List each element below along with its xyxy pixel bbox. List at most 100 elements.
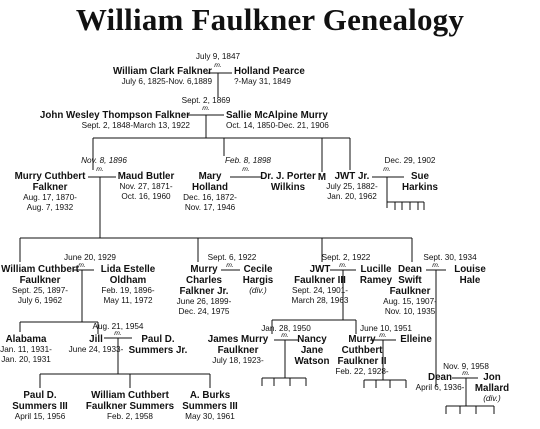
person-nancy-jane-watson: Nancy Jane Watson [294, 334, 329, 367]
person-dean: Dean April 6, 1936- [416, 372, 465, 393]
marriage-mark: m. [78, 262, 86, 269]
gen2-marriage-date: Sept. 2, 1869 [181, 96, 231, 105]
person-james-murry-faulkner: James Murry Faulkner July 18, 1923- [208, 334, 268, 366]
gen5-jill-marriage-date: Aug. 21, 1954 [92, 322, 144, 331]
person-name: James Murry [207, 334, 269, 345]
person-name: Alabama [5, 334, 47, 345]
page-title: William Faulkner Genealogy [75, 2, 465, 37]
marriage-mark: m. [281, 332, 289, 339]
person-name: Hargis [242, 275, 274, 286]
person-dates: July 6, 1962 [17, 295, 63, 305]
person-name: Ramey [359, 275, 393, 286]
person-name: John Wesley Thompson Falkner [39, 110, 190, 121]
person-name: Murry [190, 264, 218, 275]
person-name: Lucille [360, 264, 392, 275]
person-holland-pearce: Holland Pearce ?-May 31, 1849 [234, 66, 305, 87]
person-name: Murry Cuthbert [14, 171, 86, 182]
gen5-murry-marriage-date: June 10, 1951 [360, 324, 412, 333]
person-name: Mary [198, 171, 222, 182]
person-dates: April 6, 1936- [415, 383, 465, 392]
person-dates: Aug. 15, 1907- [383, 297, 437, 306]
person-dates: Feb. 22, 1928- [335, 367, 389, 376]
person-dates: Nov. 27, 1871- [119, 182, 173, 191]
person-name: Wilkins [270, 182, 306, 193]
person-name: Faulkner Summers [85, 401, 175, 412]
person-name: Faulkner [389, 286, 431, 297]
marriage-mark: m. [339, 262, 347, 269]
gen3-murry-marriage-date: Nov. 8, 1896 [81, 156, 127, 165]
person-dates: Aug. 17, 1870- [23, 193, 77, 202]
person-dates: Dec. 16, 1872- [183, 193, 237, 202]
person-elleine: Elleine [400, 334, 432, 345]
person-name: Falkner [32, 182, 68, 193]
person-name: Lida Estelle [100, 264, 156, 275]
person-name: Harkins [402, 182, 438, 193]
person-dates: Nov. 10, 1935 [384, 306, 436, 316]
person-william-cuthbert-faulkner: William Cuthbert Faulkner Sept. 25, 1897… [1, 264, 79, 305]
marriage-mark: m. [432, 262, 440, 269]
person-name: Jill [89, 334, 103, 345]
person-sallie-mcalpine-murry: Sallie McAlpine Murry Oct. 14, 1850-Dec.… [226, 110, 329, 131]
person-name: Cuthbert [341, 345, 383, 356]
person-m: M [318, 172, 326, 183]
person-lida-estelle-oldham: Lida Estelle Oldham Feb. 19, 1896- May 1… [101, 264, 155, 305]
person-name: Summers Jr. [128, 345, 188, 356]
person-jwt-faulkner-iii: JWT Faulkner III Sept. 24, 1901- March 2… [292, 264, 349, 305]
person-dates: Nov. 17, 1946 [184, 202, 236, 212]
gen3-jwt-marriage-date: Dec. 29, 1902 [384, 156, 436, 165]
person-name: Elleine [400, 334, 432, 345]
person-name: Paul D. [141, 334, 175, 345]
person-jwt-jr: JWT Jr. July 25, 1882- Jan. 20, 1962 [326, 171, 377, 201]
marriage-mark: m. [202, 105, 210, 112]
person-name: William Clark Falkner [112, 66, 212, 77]
person-name: Murry [348, 334, 376, 345]
person-dates: July 18, 1923- [212, 356, 264, 365]
person-mary-holland: Mary Holland Dec. 16, 1872- Nov. 17, 194… [183, 171, 237, 212]
marriage-mark: m. [114, 330, 122, 337]
marriage-mark: m. [462, 370, 470, 377]
person-name: Summers III [182, 401, 238, 412]
person-dates: Jan. 11, 1931- [0, 345, 52, 354]
person-name: Nancy [297, 334, 327, 345]
person-dates: Oct. 16, 1960 [121, 191, 171, 201]
marriage-mark: m. [242, 166, 250, 173]
person-name: Swift [398, 275, 422, 286]
person-dates: Oct. 14, 1850-Dec. 21, 1906 [226, 121, 329, 130]
person-name: Hale [459, 275, 481, 286]
person-dates: ?-May 31, 1849 [234, 77, 291, 86]
person-dates: Jan. 20, 1931 [1, 354, 51, 364]
person-name: Faulkner [19, 275, 61, 286]
divorce-note: (div.) [483, 394, 501, 403]
person-william-clark-falkner: William Clark Falkner July 6, 1825-Nov. … [113, 66, 212, 87]
person-jill: Jill June 24, 1933- [69, 334, 124, 355]
person-cecile-hargis: Cecile Hargis (div.) [243, 264, 274, 296]
person-alabama: Alabama Jan. 11, 1931- Jan. 20, 1931 [0, 334, 52, 364]
gen3-mary-marriage-date: Feb. 8, 1898 [225, 156, 271, 165]
person-dr-j-porter-wilkins: Dr. J. Porter Wilkins [260, 171, 316, 193]
gen4-william-marriage-date: June 20, 1929 [64, 253, 116, 262]
person-name: Jon [483, 372, 501, 383]
person-jon-mallard: Jon Mallard (div.) [475, 372, 509, 404]
person-name: William Cuthbert [91, 390, 169, 401]
person-name: Paul D. [23, 390, 57, 401]
gen1-marriage-date: July 9, 1847 [195, 52, 241, 61]
person-name: Oldham [109, 275, 147, 286]
person-dates: July 25, 1882- [326, 182, 378, 191]
person-dates: June 26, 1899- [176, 297, 232, 306]
person-dates: June 24, 1933- [68, 345, 124, 354]
person-louise-hale: Louise Hale [454, 264, 486, 286]
gen5-dean-marriage-date: Nov. 9, 1958 [443, 362, 489, 371]
person-name: Louise [454, 264, 486, 275]
person-dates: Aug. 7, 1932 [26, 202, 74, 212]
person-dates: Sept. 25, 1897- [12, 286, 68, 295]
person-dates: May 30, 1961 [185, 412, 235, 421]
person-john-wesley-thompson-falkner: John Wesley Thompson Falkner Sept. 2, 18… [40, 110, 190, 131]
marriage-mark: m. [383, 166, 391, 173]
person-name: JWT Jr. [334, 171, 370, 182]
person-name: William Cuthbert [1, 264, 79, 275]
person-name: Sue [411, 171, 429, 182]
person-name: Maud Butler [117, 171, 175, 182]
marriage-mark: m. [96, 166, 104, 173]
person-dates: Sept. 24, 1901- [292, 286, 348, 295]
person-dates: Sept. 2, 1848-March 13, 1922 [81, 121, 190, 130]
